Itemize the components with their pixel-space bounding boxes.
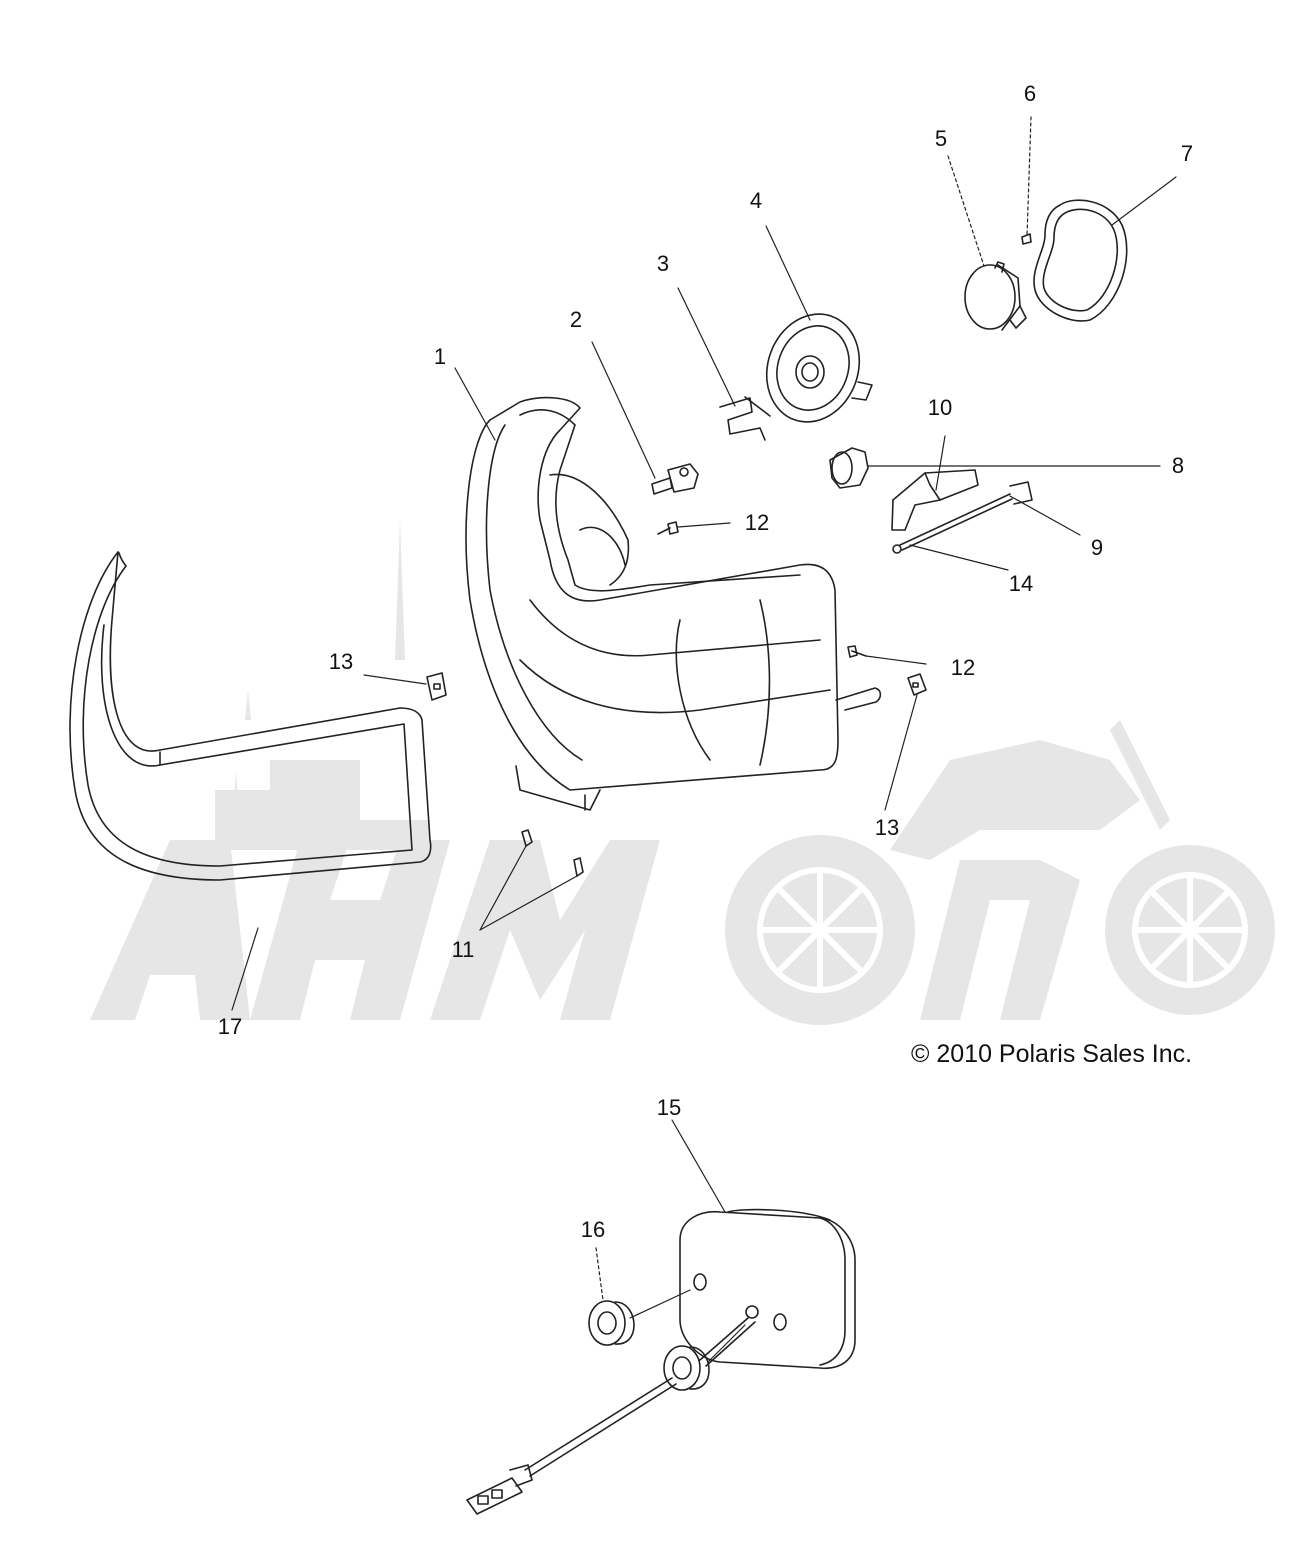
callout-10: 10 (927, 395, 953, 420)
screw-12-upper-part (657, 521, 679, 535)
bracket-part (891, 469, 979, 531)
callout-8: 8 (1171, 453, 1185, 478)
screw-part (1021, 233, 1032, 245)
speed-nut-13-left-part (426, 672, 447, 701)
callout-1: 1 (433, 344, 447, 369)
socket-cap-part (964, 261, 1027, 331)
gasket-seal-part (69, 551, 432, 881)
callout-9: 9 (1090, 535, 1104, 560)
callout-13-left: 13 (328, 649, 354, 674)
screw-12-lower-part (847, 645, 867, 658)
pin-11-a-part (521, 829, 533, 847)
wire-harness-part (466, 1317, 756, 1515)
watermark-wheels (757, 867, 1248, 993)
dust-cover-part (765, 313, 873, 423)
copyright-notice: © 2010 Polaris Sales Inc. (911, 1040, 1193, 1068)
callout-5: 5 (934, 126, 948, 151)
grommet-16b-part (663, 1345, 710, 1391)
callout-15: 15 (656, 1095, 682, 1120)
callout-2: 2 (569, 307, 583, 332)
callout-6: 6 (1023, 81, 1037, 106)
bulb-part (651, 463, 699, 495)
callout-17: 17 (217, 1014, 243, 1039)
callout-12-lower: 12 (950, 655, 976, 680)
callout-14: 14 (1008, 571, 1034, 596)
adjuster-rod-part (892, 481, 1033, 554)
retaining-clip-part (719, 396, 771, 441)
watermark (90, 520, 1275, 1025)
leader-lines (231, 116, 1177, 1363)
callout-4: 4 (749, 188, 763, 213)
module-box-part (679, 1208, 856, 1369)
gasket-ring-part (1033, 199, 1128, 322)
callout-13-right: 13 (874, 815, 900, 840)
callout-7: 7 (1180, 141, 1194, 166)
callout-3: 3 (656, 251, 670, 276)
grommet-16-part (588, 1300, 635, 1346)
callout-16: 16 (580, 1217, 606, 1242)
adjuster-knob-part (829, 447, 869, 489)
callout-11: 11 (451, 937, 475, 962)
speed-nut-13-right-part (907, 673, 927, 696)
pin-11-b-part (573, 857, 584, 877)
headlight-housing-part (465, 396, 882, 811)
callout-12-upper: 12 (744, 510, 770, 535)
